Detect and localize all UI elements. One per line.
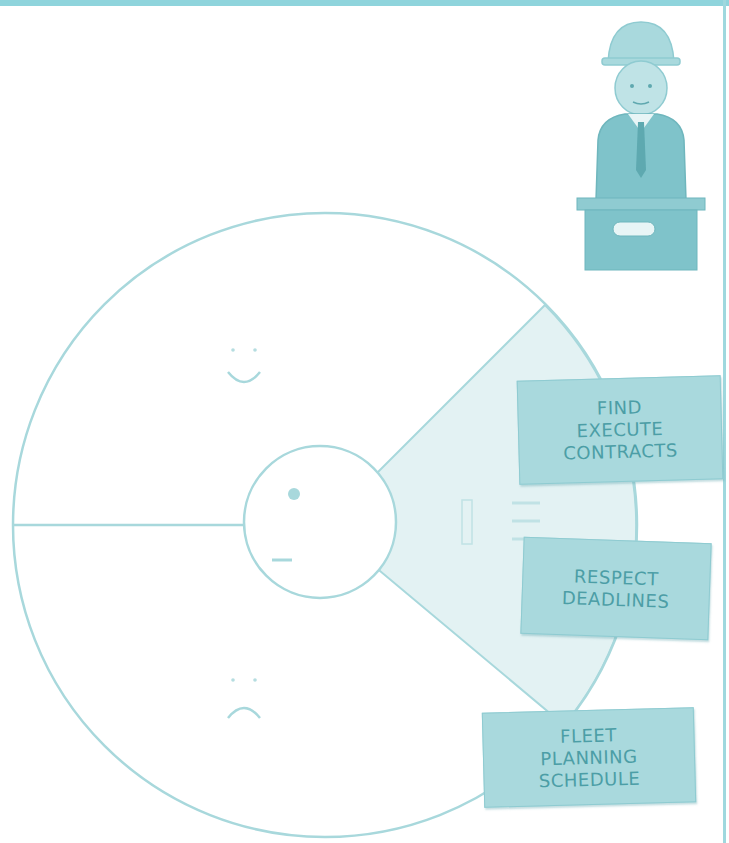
task-box: RESPECT DEADLINES: [520, 537, 711, 641]
top-border: [0, 0, 729, 6]
head-circle: [244, 446, 396, 598]
sad-face: [228, 678, 260, 718]
task-label: FIND EXECUTE CONTRACTS: [560, 395, 680, 464]
task-label: FLEET PLANNING SCHEDULE: [529, 723, 649, 792]
boss-figure: [577, 22, 705, 270]
happy-face: [228, 348, 260, 382]
task-label: RESPECT DEADLINES: [556, 564, 675, 612]
mouth: [272, 559, 292, 562]
task-box: FLEET PLANNING SCHEDULE: [482, 707, 696, 808]
right-border: [723, 0, 726, 843]
divider-line: [13, 524, 245, 527]
eye: [288, 488, 300, 500]
task-box: FIND EXECUTE CONTRACTS: [517, 375, 724, 484]
